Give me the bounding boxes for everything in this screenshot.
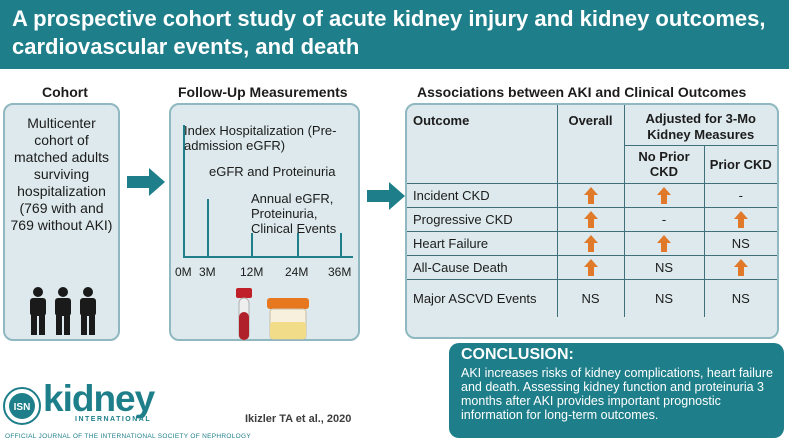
follow-up-panel: Index Hospitalization (Pre-admission eGF… [169,103,360,341]
increased-risk-arrow-icon [583,258,598,276]
cohort-heading: Cohort [42,84,88,100]
tick-label-36m: 36M [328,265,352,279]
three-people-icon [30,287,96,335]
outcome-cell: Progressive CKD [407,206,558,232]
cohort-description: Multicenter cohort of matched adults sur… [10,115,113,233]
citation: Ikizler TA et al., 2020 [245,413,352,425]
overall-cell [556,182,625,208]
outcome-cell: Heart Failure [407,230,558,256]
table-row: Progressive CKD - [407,206,777,232]
conclusion-title: CONCLUSION: [461,346,574,363]
prior-ckd-cell: NS [703,230,777,256]
increased-risk-arrow-icon [657,234,671,252]
overall-cell [556,206,625,232]
table-row: All-Cause Death NS [407,254,777,280]
increased-risk-arrow-icon [583,186,598,204]
increased-risk-arrow-icon [733,258,748,276]
column-header-outcome: Outcome [407,105,558,184]
column-header-adjusted: Adjusted for 3-Mo Kidney Measures [623,105,777,146]
prior-ckd-cell: - [703,182,777,208]
annual-measures-label: Annual eGFR, Proteinuria, Clinical Event… [251,191,337,236]
index-hospitalization-label: Index Hospitalization (Pre-admission eGF… [184,123,337,153]
increased-risk-arrow-icon [733,210,748,228]
outcome-cell: Major ASCVD Events [407,278,558,317]
associations-heading: Associations between AKI and Clinical Ou… [417,84,747,100]
flow-arrow-icon [367,182,405,210]
table-row: Major ASCVD Events NS NS NS [407,278,777,317]
urine-cup-icon [267,298,309,340]
tick-label-3m: 3M [199,265,216,279]
conclusion-panel: CONCLUSION: AKI increases risks of kidne… [449,343,784,438]
column-header-no-prior-ckd: No Prior CKD [624,144,705,184]
prior-ckd-cell [703,254,777,280]
no-prior-ckd-cell: NS [623,278,705,317]
increased-risk-arrow-icon [657,186,671,204]
egfr-proteinuria-label: eGFR and Proteinuria [209,164,336,179]
no-prior-ckd-cell: NS [623,254,705,280]
cohort-panel: Multicenter cohort of matched adults sur… [3,103,120,341]
tick-label-12m: 12M [240,265,264,279]
increased-risk-arrow-icon [583,210,598,228]
page-title: A prospective cohort study of acute kidn… [12,6,766,59]
follow-up-heading: Follow-Up Measurements [178,84,348,100]
logo-journal-line: OFFICIAL JOURNAL OF THE INTERNATIONAL SO… [5,433,251,440]
prior-ckd-cell: NS [703,278,777,317]
logo-kidney-text: kidney [43,378,155,419]
tick-label-24m: 24M [285,265,309,279]
table-row: Heart Failure NS [407,230,777,256]
isn-seal-text: ISN [14,402,31,413]
column-header-prior-ckd: Prior CKD [703,144,777,184]
overall-cell [556,254,625,280]
associations-panel: Outcome Overall Adjusted for 3-Mo Kidney… [405,103,779,339]
flow-arrow-icon [127,168,165,196]
tick-label-0m: 0M [175,265,192,279]
outcome-cell: Incident CKD [407,182,558,208]
overall-cell [556,230,625,256]
title-banner: A prospective cohort study of acute kidn… [0,0,789,69]
timeline-chart [183,125,353,258]
column-header-overall: Overall [556,105,625,184]
conclusion-text: AKI increases risks of kidney complicati… [461,366,773,422]
table-row: Incident CKD - [407,182,777,208]
prior-ckd-cell [703,206,777,232]
no-prior-ckd-cell: - [623,206,705,232]
kidney-international-logo: ISN kidney INTERNATIONAL OFFICIAL JOURNA… [3,378,251,440]
no-prior-ckd-cell [623,230,705,256]
overall-cell: NS [556,278,625,317]
isn-seal-icon: ISN [3,387,41,425]
logo-international-text: INTERNATIONAL [75,416,152,423]
blood-tube-icon [236,288,252,341]
increased-risk-arrow-icon [583,234,598,252]
associations-table: Outcome Overall Adjusted for 3-Mo Kidney… [407,105,777,317]
no-prior-ckd-cell [623,182,705,208]
outcome-cell: All-Cause Death [407,254,558,280]
